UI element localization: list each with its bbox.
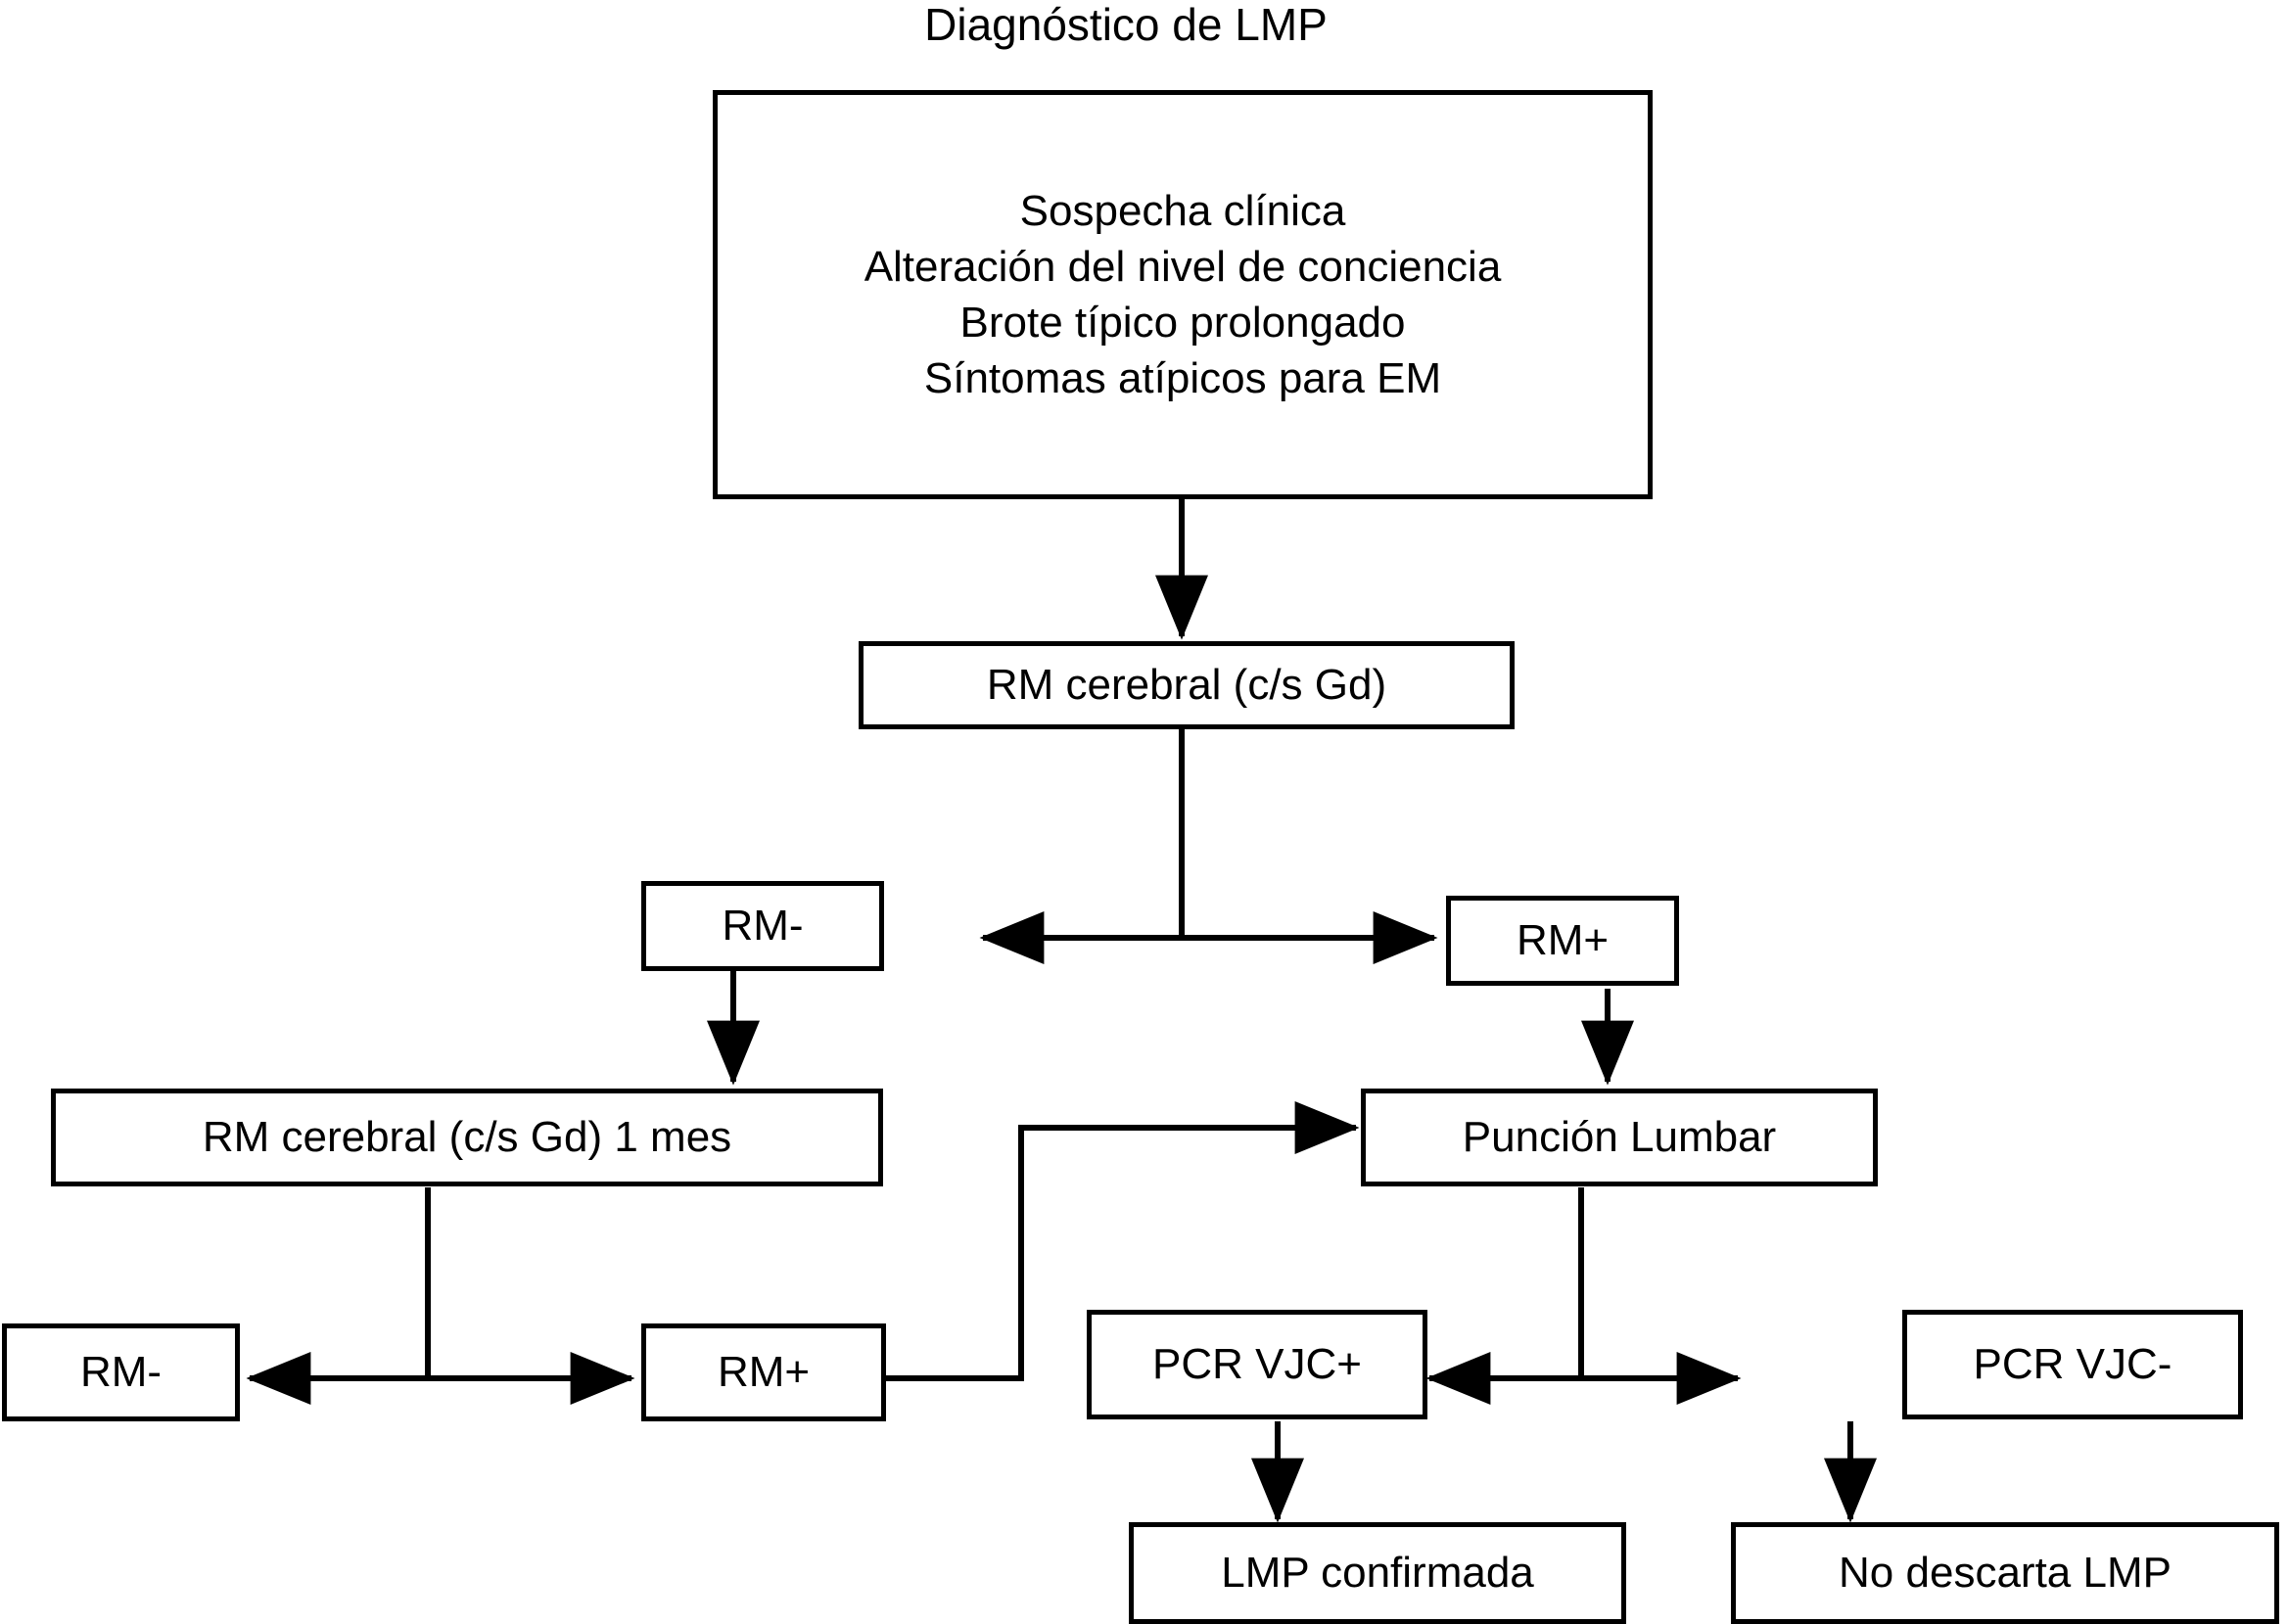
- node-sospecha-line-3: Brote típico prolongado: [959, 299, 1406, 347]
- node-lmp-confirmada[interactable]: LMP confirmada: [1129, 1522, 1626, 1624]
- node-sospecha-line-4: Síntomas atípicos para EM: [923, 354, 1442, 403]
- node-puncion-lumbar-label: Punción Lumbar: [1462, 1113, 1777, 1162]
- node-lmp-confirmada-label: LMP confirmada: [1221, 1549, 1534, 1598]
- node-puncion-lumbar[interactable]: Punción Lumbar: [1361, 1089, 1878, 1186]
- node-rm-positive-bottom-label: RM+: [717, 1348, 811, 1397]
- node-rm-cerebral[interactable]: RM cerebral (c/s Gd): [859, 641, 1515, 729]
- node-sospecha-line-2: Alteración del nivel de conciencia: [864, 242, 1502, 291]
- node-pcr-vjc-negative-label: PCR VJC-: [1973, 1340, 2172, 1389]
- node-pcr-vjc-negative[interactable]: PCR VJC-: [1902, 1310, 2243, 1419]
- node-no-descarta-lmp[interactable]: No descarta LMP: [1731, 1522, 2279, 1624]
- node-pcr-vjc-positive-label: PCR VJC+: [1152, 1340, 1362, 1389]
- node-rm-positive-middle-label: RM+: [1516, 916, 1610, 965]
- node-rm-negative-middle[interactable]: RM-: [641, 881, 884, 971]
- node-rm-negative-bottom-label: RM-: [79, 1348, 163, 1397]
- node-rm-cerebral-1-mes[interactable]: RM cerebral (c/s Gd) 1 mes: [51, 1089, 883, 1186]
- page-title: Diagnóstico de LMP: [924, 0, 1328, 50]
- node-rm-positive-bottom[interactable]: RM+: [641, 1323, 886, 1421]
- node-rm-cerebral-label: RM cerebral (c/s Gd): [986, 661, 1387, 710]
- node-rm-negative-middle-label: RM-: [722, 902, 804, 951]
- node-rm-positive-middle[interactable]: RM+: [1446, 896, 1679, 986]
- node-rm-negative-bottom[interactable]: RM-: [2, 1323, 240, 1421]
- node-pcr-vjc-positive[interactable]: PCR VJC+: [1087, 1310, 1427, 1419]
- node-sospecha-line-1: Sospecha clínica: [1019, 186, 1346, 235]
- node-rm-cerebral-1-mes-label: RM cerebral (c/s Gd) 1 mes: [202, 1113, 732, 1162]
- node-no-descarta-lmp-label: No descarta LMP: [1839, 1549, 2171, 1598]
- node-sospecha-clinica[interactable]: Sospecha clínica Alteración del nivel de…: [713, 90, 1653, 499]
